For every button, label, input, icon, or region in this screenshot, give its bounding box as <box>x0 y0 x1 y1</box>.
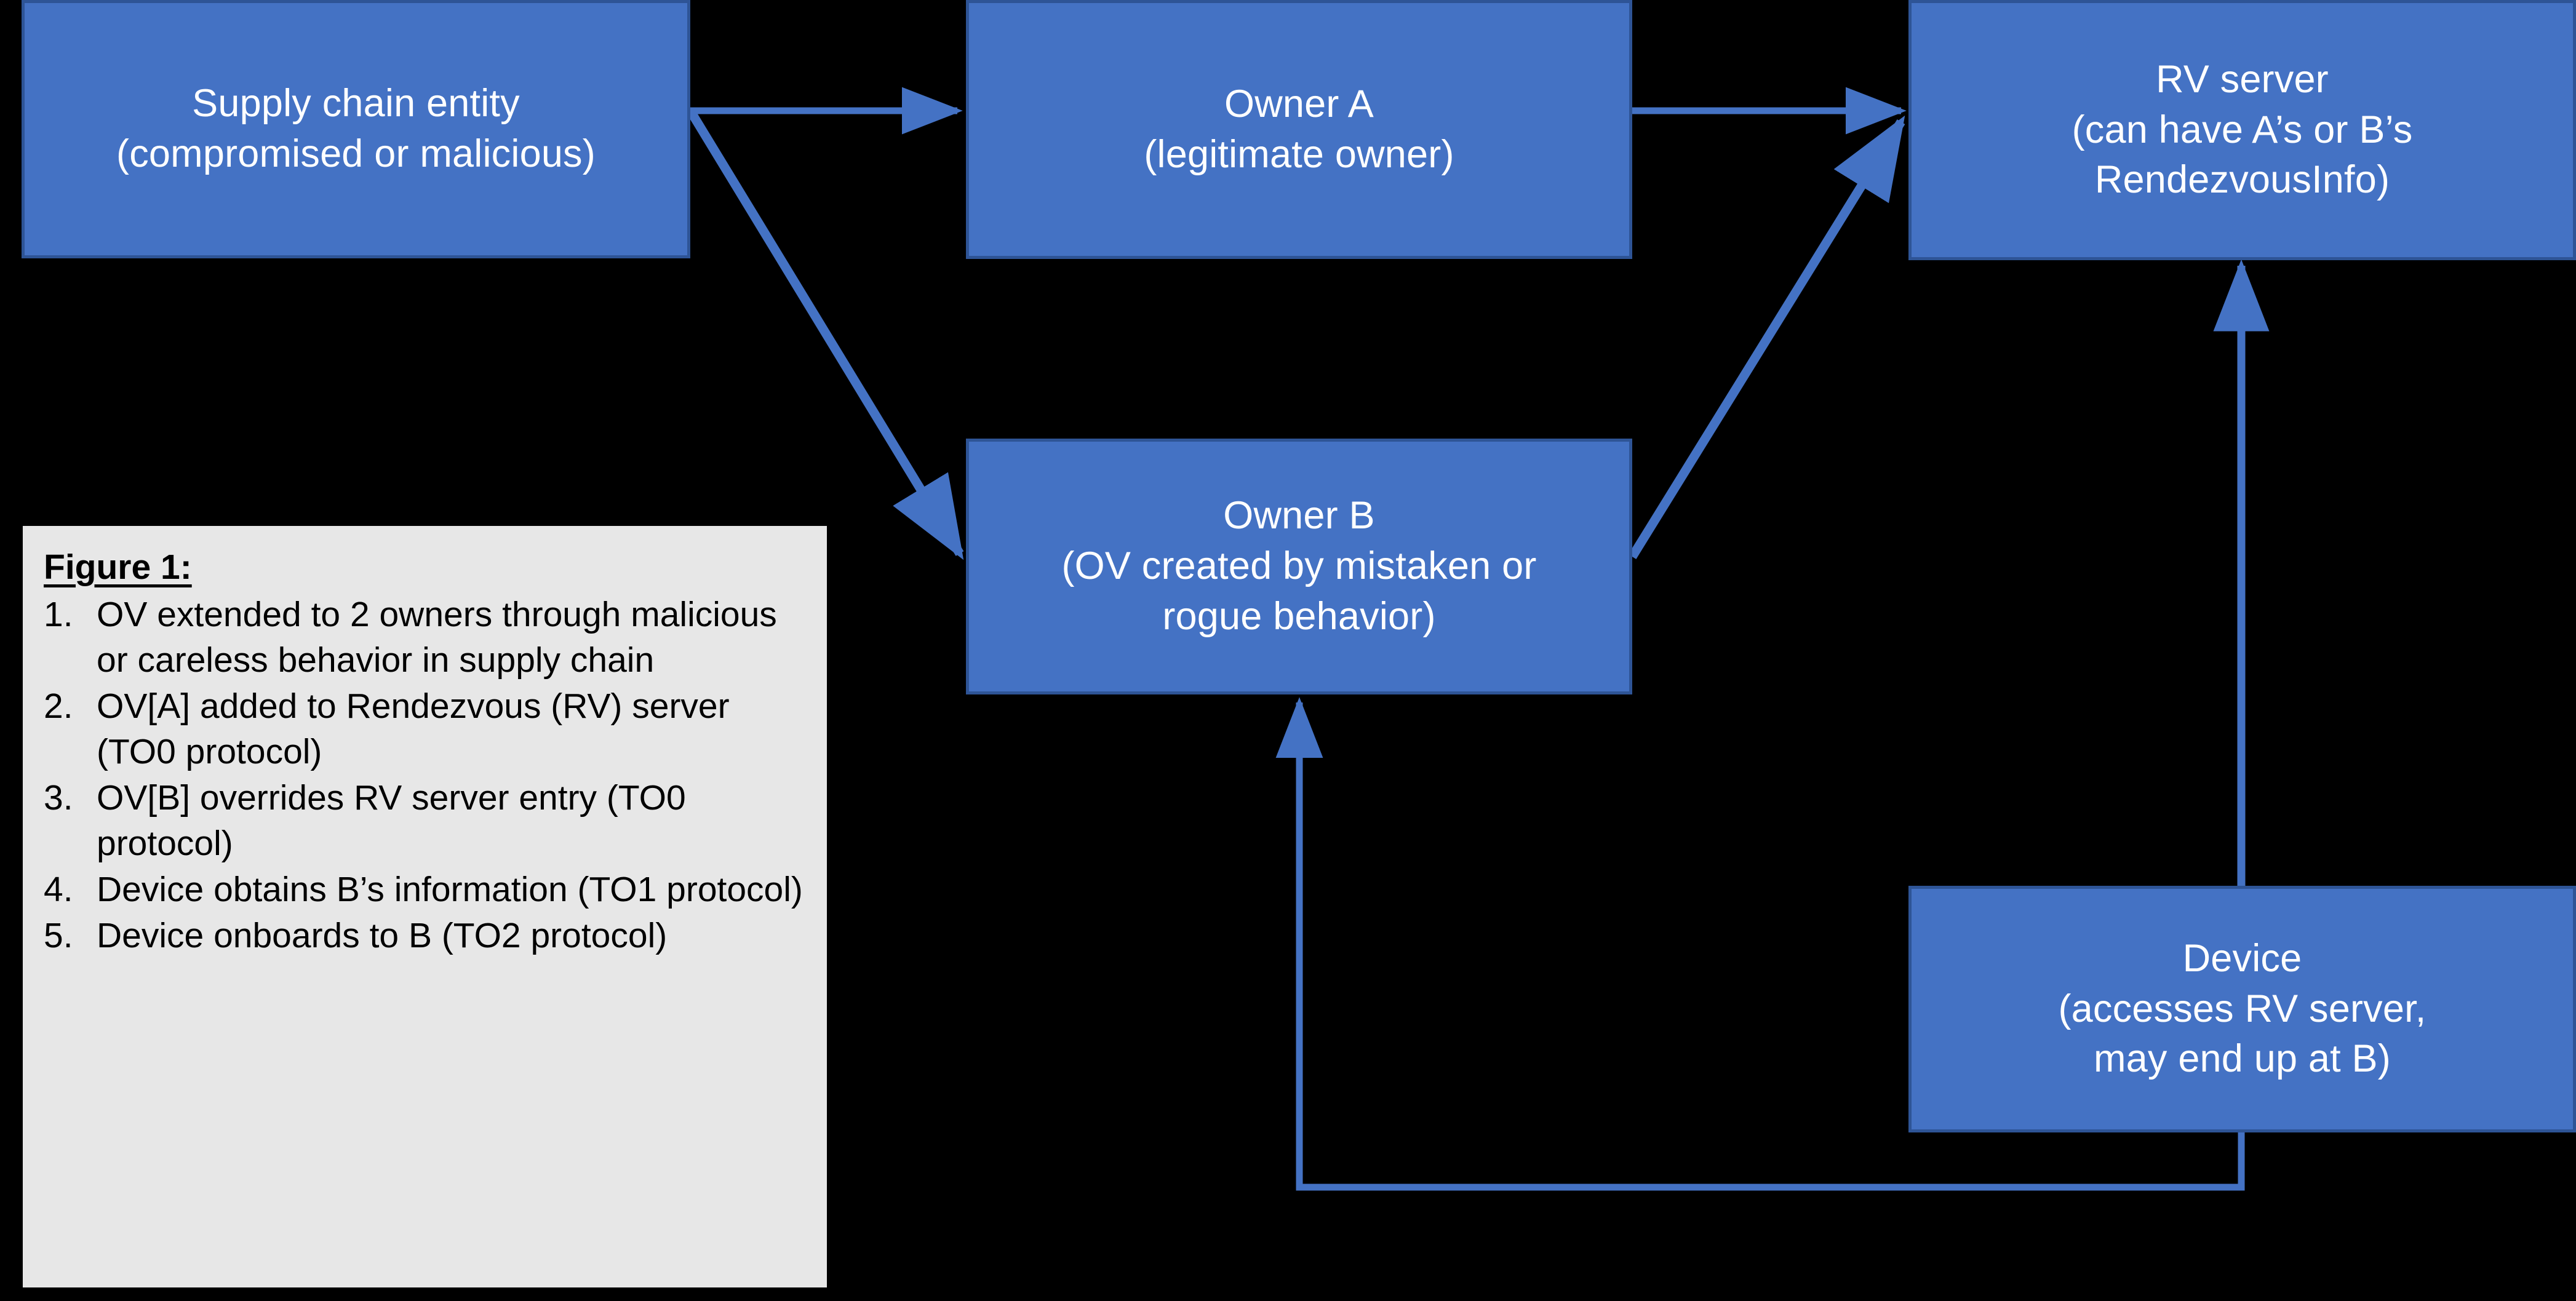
legend-item-number: 3. <box>44 778 73 818</box>
figure-legend-list: 1. OV extended to 2 owners through malic… <box>44 592 806 959</box>
legend-item-text: OV[B] overrides RV server entry (TO0 pro… <box>97 778 686 863</box>
legend-item-number: 1. <box>44 594 73 634</box>
legend-item-text: Device onboards to B (TO2 protocol) <box>97 916 668 956</box>
legend-item: 2. OV[A] added to Rendezvous (RV) server… <box>44 683 806 774</box>
node-owner-b[interactable]: Owner B (OV created by mistaken or rogue… <box>966 439 1632 694</box>
legend-item-text: OV[A] added to Rendezvous (RV) server (T… <box>97 686 730 771</box>
node-supply-chain-entity[interactable]: Supply chain entity (compromised or mali… <box>22 0 690 258</box>
legend-item-text: Device obtains B’s information (TO1 prot… <box>97 870 803 910</box>
node-rv-server[interactable]: RV server (can have A’s or B’s Rendezvou… <box>1908 0 2576 260</box>
legend-item-number: 2. <box>44 686 73 726</box>
legend-item-text: OV extended to 2 owners through maliciou… <box>97 594 777 680</box>
legend-item-number: 5. <box>44 916 73 956</box>
legend-item: 1. OV extended to 2 owners through malic… <box>44 592 806 683</box>
legend-item: 5. Device onboards to B (TO2 protocol) <box>44 913 806 958</box>
figure-legend-title: Figure 1: <box>44 547 192 587</box>
node-owner-a[interactable]: Owner A (legitimate owner) <box>966 0 1632 259</box>
edge-owner-b-to-rv <box>1628 115 1905 559</box>
edge-device-to-owner-b <box>1275 697 2245 1191</box>
legend-item: 4. Device obtains B’s information (TO1 p… <box>44 867 806 912</box>
figure-legend-panel: Figure 1: 1. OV extended to 2 owners thr… <box>23 526 827 1287</box>
node-device[interactable]: Device (accesses RV server, may end up a… <box>1908 886 2576 1132</box>
edge-entity-to-owner-b <box>686 108 964 560</box>
legend-item: 3. OV[B] overrides RV server entry (TO0 … <box>44 775 806 866</box>
legend-item-number: 4. <box>44 870 73 910</box>
